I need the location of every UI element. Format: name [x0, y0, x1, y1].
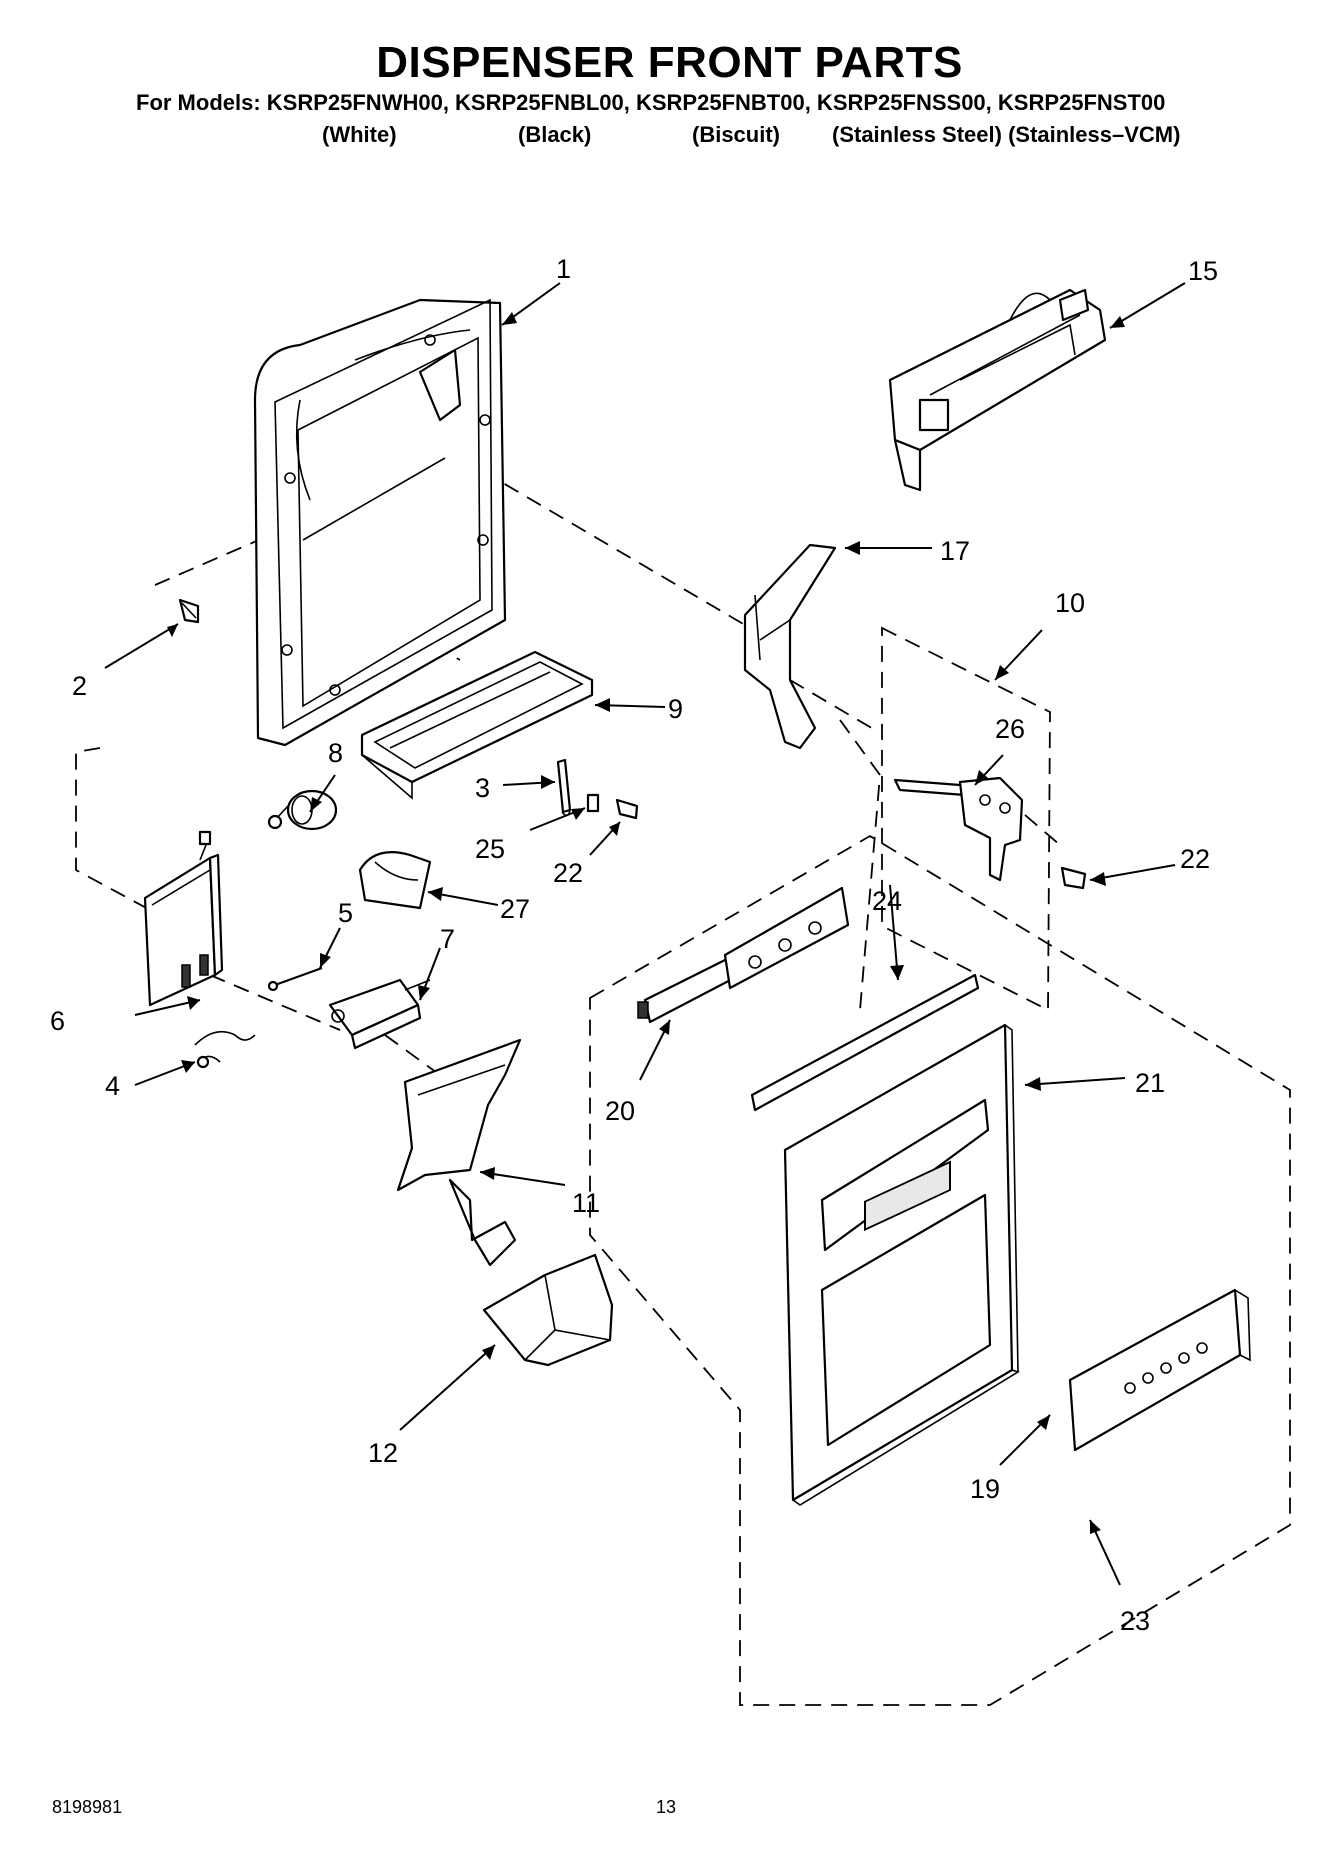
callout-23: 23 [1120, 1606, 1150, 1636]
part-6-control-box [143, 830, 224, 1007]
callout-27: 27 [500, 894, 530, 924]
models-line: For Models: KSRP25FNWH00, KSRP25FNBL00, … [136, 90, 1166, 115]
callout-7: 7 [440, 924, 455, 954]
callout-4: 4 [105, 1071, 120, 1101]
callout-24: 24 [872, 886, 902, 916]
part-5-rod [267, 967, 323, 992]
page-number: 13 [656, 1797, 677, 1817]
callout-11: 11 [572, 1188, 600, 1218]
callout-labels: 1 15 2 17 10 9 8 3 26 25 22 22 27 5 7 24… [50, 254, 1218, 1636]
callout-9: 9 [668, 694, 683, 724]
page-title: DISPENSER FRONT PARTS [376, 38, 963, 87]
part-3-spring-clip [556, 758, 572, 817]
document-number: 8198981 [52, 1797, 123, 1817]
part-22-screw-right [1060, 866, 1087, 890]
part-7-solenoid [328, 978, 431, 1050]
callout-21: 21 [1135, 1068, 1165, 1098]
part-27-chute-flap [358, 851, 432, 910]
part-26-switch-lever [893, 776, 1024, 882]
part-4-springs [194, 1030, 256, 1069]
callout-15: 15 [1188, 256, 1218, 286]
part-19-control-panel [1068, 1288, 1251, 1452]
arrowheads [167, 312, 1125, 1534]
callout-22-right: 22 [1180, 844, 1210, 874]
part-12-ice-bucket [482, 1253, 614, 1367]
part-2-screw [178, 598, 200, 624]
callout-20: 20 [605, 1096, 635, 1126]
part-11-dispenser-lever [396, 1038, 522, 1267]
part-17-bracket [743, 543, 837, 750]
part-1-dispenser-housing [253, 298, 507, 747]
callout-6: 6 [50, 1006, 65, 1036]
part-24-trim-strip [750, 973, 980, 1112]
part-20-ribbon-cable [637, 886, 850, 1024]
part-15-ice-door-assembly [888, 288, 1107, 492]
finish-biscuit: (Biscuit) [692, 122, 780, 147]
assembly-dash-lines [75, 404, 1291, 1706]
part-21-front-panel [783, 1023, 1020, 1506]
callout-10: 10 [1055, 588, 1085, 618]
finish-black: (Black) [518, 122, 592, 147]
callout-5: 5 [338, 898, 353, 928]
part-22-screw-left [615, 798, 639, 820]
callout-19: 19 [970, 1474, 1000, 1504]
part-25-clip [586, 793, 600, 813]
part-9-drip-tray [360, 650, 594, 800]
callout-17: 17 [940, 536, 970, 566]
finish-white: (White) [322, 122, 397, 147]
callout-22-left: 22 [553, 858, 583, 888]
callout-26: 26 [995, 714, 1025, 744]
callout-1: 1 [556, 254, 571, 284]
callout-12: 12 [368, 1438, 398, 1468]
callout-8: 8 [328, 738, 343, 768]
callout-25: 25 [475, 834, 505, 864]
part-8-motor [267, 789, 338, 831]
callout-2: 2 [72, 671, 87, 701]
finish-stainless: (Stainless Steel) (Stainless–VCM) [832, 122, 1181, 147]
callout-3: 3 [475, 773, 490, 803]
